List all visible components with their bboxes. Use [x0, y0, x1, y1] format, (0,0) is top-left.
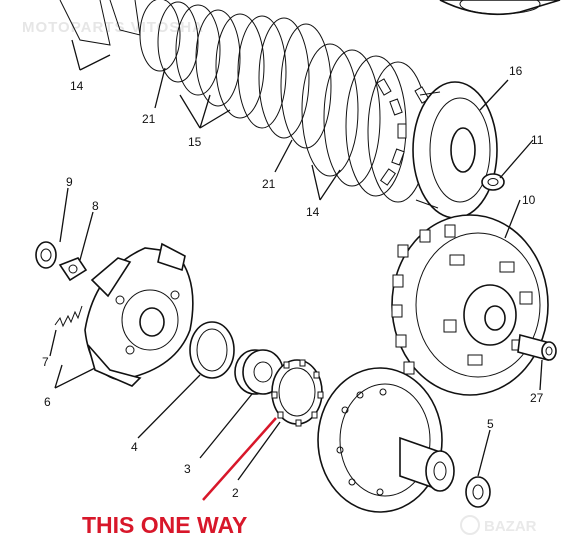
pressure-plate-16	[412, 81, 498, 219]
label-21-top: 21	[142, 112, 156, 126]
bushing-27	[517, 333, 557, 362]
label-3: 3	[184, 462, 191, 476]
bazar-logo: BAZAR	[460, 515, 537, 535]
annotation-text: THIS ONE WAY	[82, 512, 247, 538]
spring-7	[54, 305, 83, 328]
one-way-clutch-2	[271, 359, 324, 427]
label-9: 9	[66, 175, 73, 189]
label-27: 27	[530, 391, 544, 405]
label-4: 4	[131, 440, 138, 454]
label-21-mid: 21	[262, 177, 276, 191]
label-7: 7	[42, 355, 49, 369]
nut-9	[35, 241, 57, 269]
label-16: 16	[509, 64, 523, 78]
logo-text: BAZAR	[484, 518, 537, 535]
label-15: 15	[188, 135, 202, 149]
label-2: 2	[232, 486, 239, 500]
annotation-arrow	[202, 417, 277, 501]
label-14-top: 14	[70, 79, 84, 93]
nut-11	[481, 173, 505, 191]
centrifugal-clutch-6	[84, 242, 194, 387]
leader-lines	[49, 39, 543, 481]
washer-4	[189, 321, 235, 379]
label-14-mid: 14	[306, 205, 320, 219]
top-plate-stack	[59, 0, 561, 203]
part-labels: 14 21 15 21 14 16 11 10 9 8 7 6 4 3 2 5 …	[42, 64, 544, 500]
label-5: 5	[487, 417, 494, 431]
label-8: 8	[92, 199, 99, 213]
clutch-drum	[317, 367, 455, 513]
washer-5	[465, 476, 491, 508]
label-10: 10	[522, 193, 536, 207]
watermark-text: MOTOPARTS VITOSHA	[22, 19, 204, 36]
label-11: 11	[531, 133, 544, 147]
clutch-housing-10	[391, 214, 549, 396]
label-6: 6	[44, 395, 51, 409]
clip-8	[58, 257, 88, 282]
